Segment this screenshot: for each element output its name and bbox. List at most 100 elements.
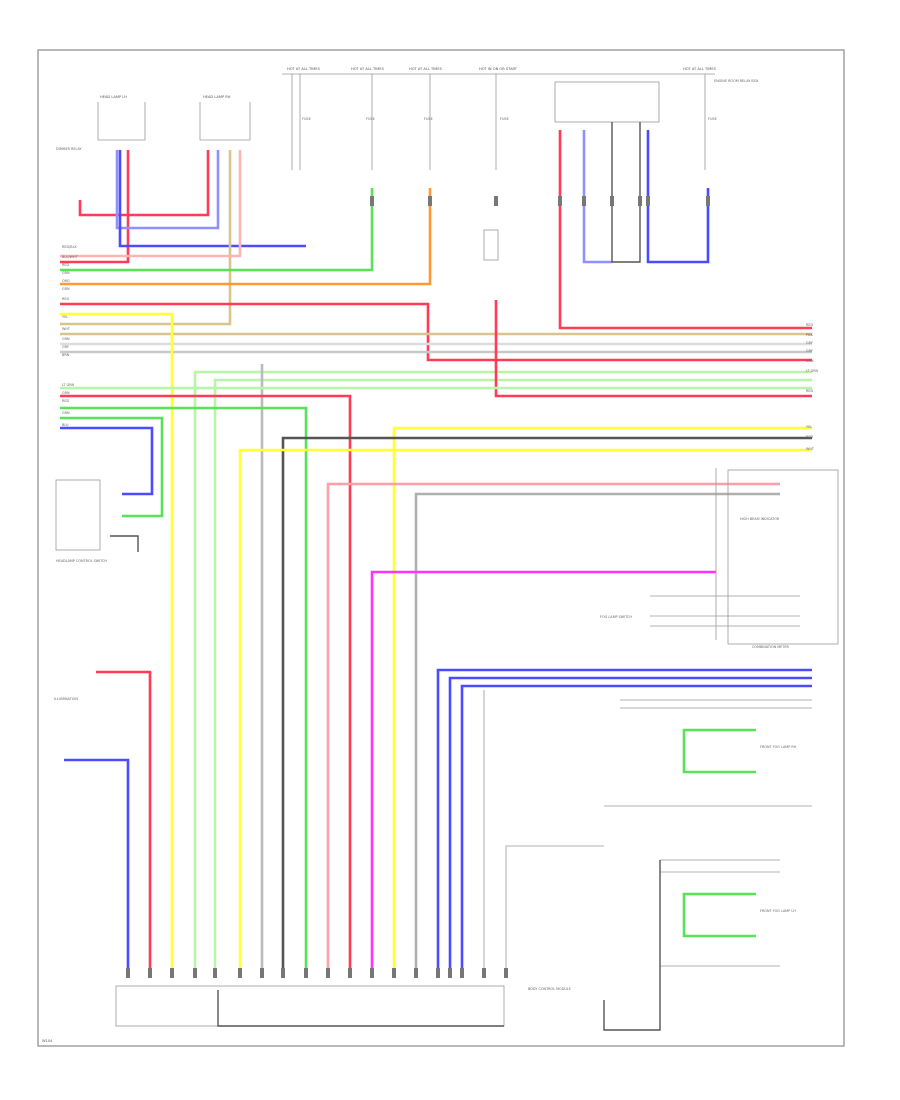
wire-blue-br-2 bbox=[448, 676, 812, 970]
front-fog-rh-label: FRONT FOG LAMP RH bbox=[760, 745, 797, 749]
connector-pin-9 bbox=[326, 968, 330, 978]
body-ecu-outline bbox=[115, 985, 505, 1027]
fuse-label-5: HOT AT ALL TIMES bbox=[683, 67, 717, 71]
body-ecu-ground bbox=[217, 990, 504, 1027]
wire-pink-meter bbox=[326, 482, 780, 970]
wire-label-left-mid-3: GRN bbox=[62, 411, 70, 415]
wire-blue-br-1 bbox=[436, 668, 812, 970]
wire-label-right-0: RED bbox=[806, 323, 813, 327]
wire-label-right-2: GRY bbox=[806, 341, 814, 345]
top-connector-pin-0 bbox=[370, 196, 374, 206]
top-fuse-tag-2: FUSE bbox=[366, 117, 375, 121]
top-fuse-tag-5: FUSE bbox=[708, 117, 717, 121]
connector-group bbox=[126, 196, 710, 978]
connector-pin-18 bbox=[504, 968, 508, 978]
wire-green-mid bbox=[60, 406, 308, 970]
wire-label-left-top-2: RED bbox=[62, 263, 69, 267]
wire-lgreen-bus bbox=[193, 370, 812, 970]
fuse-label-3: HOT AT ALL TIMES bbox=[409, 67, 443, 71]
wire-lgreen-bus-2 bbox=[213, 378, 812, 970]
fuse-label-4: HOT IN ON OR START bbox=[479, 67, 518, 71]
wire-gray-meter bbox=[414, 492, 780, 970]
top-connector-pin-1 bbox=[428, 196, 432, 206]
wire-magenta-meter bbox=[370, 570, 716, 970]
wire-red-hl-2 bbox=[60, 150, 130, 264]
relay-box-outline bbox=[554, 81, 660, 123]
light-sensor-label: DIMMER RELAY bbox=[56, 147, 83, 151]
wire-label-left-mid-0: LT GRN bbox=[62, 383, 75, 387]
dimmer-relay-box bbox=[483, 229, 499, 261]
wire-blue-lower bbox=[64, 758, 130, 970]
headlamp-rh-outline bbox=[199, 102, 251, 141]
fuse-label-1: HOT AT ALL TIMES bbox=[287, 67, 321, 71]
wire-red-lower bbox=[96, 670, 152, 970]
wire-blue-br-3 bbox=[460, 684, 812, 970]
front-fog-lh-label: FRONT FOG LAMP LH bbox=[760, 909, 796, 913]
wire-label-group-left-top: RED/BLKBLU/WHTREDGRNORGGRNREDYELWHTGRNGR… bbox=[62, 245, 79, 357]
wire-red-relay bbox=[558, 130, 812, 330]
wire-yellow-right bbox=[392, 426, 812, 970]
wire-yellow-left bbox=[60, 312, 174, 970]
illumination-label: ILLUMINATION bbox=[54, 697, 78, 701]
wire-orange-top bbox=[60, 188, 432, 286]
top-fuse-group: HOT AT ALL TIMES HOT AT ALL TIMES HOT AT… bbox=[282, 67, 759, 170]
connector-pin-2 bbox=[170, 968, 174, 978]
wire-label-right-8: RED bbox=[806, 435, 813, 439]
body-ecu-group: BODY CONTROL MODULE bbox=[115, 985, 571, 1027]
wire-lblue-relay bbox=[582, 130, 612, 264]
wire-red-mid bbox=[60, 394, 352, 970]
wire-label-left-top-4: ORG bbox=[62, 279, 70, 283]
headlamp-lh-outline bbox=[97, 102, 146, 141]
corner-code: W104 bbox=[42, 1039, 53, 1043]
wire-label-right-4: GRN bbox=[806, 359, 814, 363]
top-connector-pin-5 bbox=[610, 196, 614, 206]
top-fuse-tag-4: FUSE bbox=[500, 117, 509, 121]
component-label-group: HEADLAMP CONTROL SWITCH HIGH BEAM INDICA… bbox=[54, 229, 797, 913]
relay-box-label: ENGINE ROOM RELAY BOX bbox=[714, 79, 759, 83]
wire-label-left-top-3: GRN bbox=[62, 271, 70, 275]
fuse-label-2: HOT AT ALL TIMES bbox=[351, 67, 385, 71]
wire-label-right-1: PNK bbox=[806, 333, 814, 337]
switch-ground-line bbox=[110, 535, 139, 552]
body-ecu-label: BODY CONTROL MODULE bbox=[528, 987, 571, 991]
connector-pin-10 bbox=[348, 968, 352, 978]
top-connector-pin-3 bbox=[558, 196, 562, 206]
thin-wire-group bbox=[110, 122, 839, 1031]
headlamp-switch-label: HEADLAMP CONTROL SWITCH bbox=[56, 559, 107, 563]
wire-blue-relay bbox=[646, 130, 710, 264]
wire-label-right-7: YEL bbox=[806, 425, 812, 429]
wire-label-left-top-1: BLU/WHT bbox=[62, 255, 79, 259]
connector-pin-15 bbox=[448, 968, 452, 978]
wire-label-left-top-10: GRY bbox=[62, 345, 70, 349]
wire-red-hl-1 bbox=[78, 150, 210, 217]
wire-label-left-top-5: GRN bbox=[62, 287, 70, 291]
wire-label-left-mid-2: RED bbox=[62, 399, 69, 403]
wire-label-right-5: LT GRN bbox=[806, 369, 819, 373]
wire-label-left-mid-1: GRN bbox=[62, 391, 70, 395]
wire-green-top bbox=[60, 188, 374, 272]
connector-pin-17 bbox=[482, 968, 486, 978]
wire-pink-hl bbox=[60, 150, 242, 258]
top-connector-pin-8 bbox=[706, 196, 710, 206]
wire-tan-hl bbox=[60, 150, 232, 326]
thin-ground-path bbox=[603, 860, 661, 1031]
connector-pin-14 bbox=[436, 968, 440, 978]
connector-pin-5 bbox=[238, 968, 242, 978]
connector-pin-6 bbox=[260, 968, 264, 978]
connector-pin-7 bbox=[281, 968, 285, 978]
headlamp-group: HEAD LAMP LH HEAD LAMP RH DIMMER RELAY bbox=[56, 95, 251, 151]
wire-label-right-3: GRY bbox=[806, 349, 814, 353]
connector-pin-3 bbox=[193, 968, 197, 978]
top-fuse-tag-3: FUSE bbox=[424, 117, 433, 121]
wire-label-right-6: RED bbox=[806, 389, 813, 393]
wire-label-left-top-11: BRN bbox=[62, 353, 70, 357]
headlamp-switch-outline bbox=[55, 479, 101, 551]
wire-blue-hl bbox=[118, 150, 306, 248]
wire-red-bus bbox=[60, 302, 812, 362]
connector-pin-4 bbox=[213, 968, 217, 978]
headlamp-rh-label: HEAD LAMP RH bbox=[203, 95, 231, 99]
connector-pin-16 bbox=[460, 968, 464, 978]
